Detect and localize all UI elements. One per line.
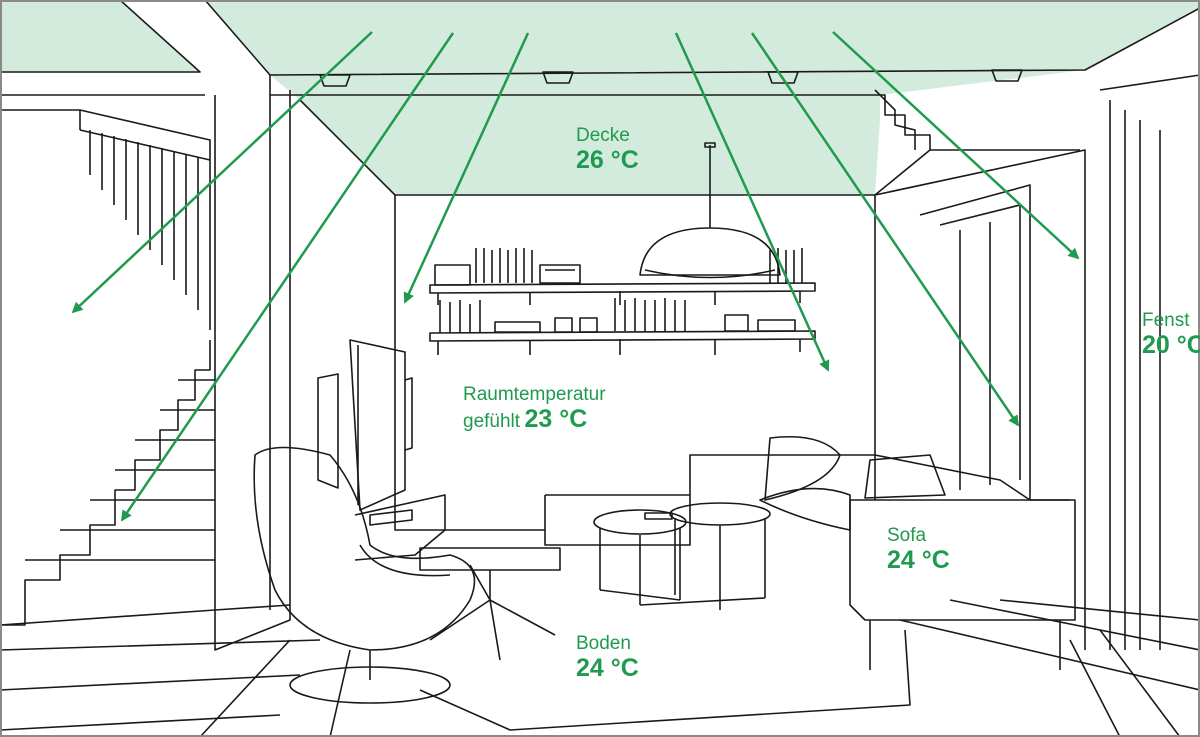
room-label-line2: gefühlt xyxy=(463,410,521,432)
sofa-label-name: Sofa xyxy=(887,525,927,546)
room-temperature-value: 23 °C xyxy=(524,404,588,433)
sofa-temperature-label: Sofa 24 °C xyxy=(887,525,950,574)
floor-label-name: Boden xyxy=(576,633,631,654)
floor-temperature-label: Boden 24 °C xyxy=(576,633,639,682)
room-temperature-label: Raumtemperatur gefühlt 23 °C xyxy=(463,384,606,433)
ceiling-temperature-label: Decke 26 °C xyxy=(576,125,639,174)
ceiling-surface xyxy=(205,0,1200,195)
radiation-arrow-stairs-lower xyxy=(120,32,455,522)
radiation-arrow-back-wall xyxy=(403,32,530,304)
ceiling-temperature-value: 26 °C xyxy=(576,145,639,174)
sofa-temperature-value: 24 °C xyxy=(887,545,950,574)
radiation-arrow-sofa xyxy=(750,32,1020,427)
ceiling-label-name: Decke xyxy=(576,125,630,146)
radiation-arrow-room xyxy=(674,32,830,372)
stair-ceiling xyxy=(0,0,200,72)
radiation-arrow-window xyxy=(832,31,1080,260)
radiation-arrow-stairs-upper xyxy=(71,31,373,314)
window-temperature-label: Fenst 20 °C xyxy=(1142,310,1200,359)
room-label-line1: Raumtemperatur xyxy=(463,384,606,405)
floor-temperature-value: 24 °C xyxy=(576,653,639,682)
heat-radiation-arrows xyxy=(71,31,1080,522)
window-label-name: Fenst xyxy=(1142,310,1190,331)
window-temperature-value: 20 °C xyxy=(1142,330,1200,359)
